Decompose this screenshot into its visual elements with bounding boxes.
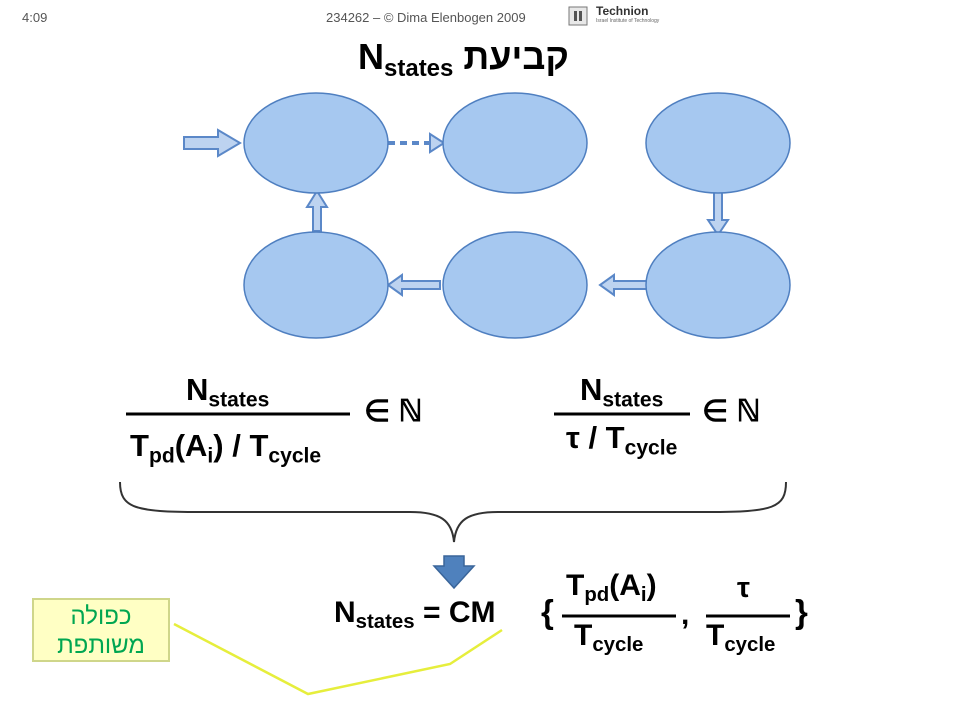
i-subscript: i xyxy=(207,444,214,468)
element-of-icon: ∈ xyxy=(364,395,391,428)
formula-comma: , xyxy=(681,598,690,631)
pd-subscript: pd xyxy=(148,444,175,468)
page-title: Nstates קביעת xyxy=(358,36,569,83)
callout-box: כפולה משותפת xyxy=(32,598,170,662)
formula-frac1-denominator: Tcycle xyxy=(574,619,643,657)
t-symbol: T xyxy=(566,569,585,602)
footer-credit: 234262 – © Dima Elenbogen 2009 xyxy=(326,10,526,25)
formula-frac2-numerator: τ xyxy=(737,572,750,604)
entry-arrow xyxy=(183,128,242,158)
cycle-subscript: cycle xyxy=(624,436,678,460)
logo-name: Technion xyxy=(596,4,649,18)
left-arrow-2 xyxy=(386,273,441,297)
timer: 4:09 xyxy=(22,10,48,25)
cycle-subscript: cycle xyxy=(592,634,644,657)
states-subscript: states xyxy=(602,388,664,412)
condition-2-numerator: Nstates xyxy=(580,372,663,412)
n-symbol: N xyxy=(334,596,356,629)
t-symbol: T xyxy=(130,428,149,463)
state-node-1 xyxy=(243,92,389,194)
cycle-subscript: cycle xyxy=(268,444,322,468)
condition-1-membership: ∈ ℕ xyxy=(364,394,423,429)
state-node-3 xyxy=(645,92,791,194)
open-brace: { xyxy=(541,593,554,630)
element-of-icon: ∈ xyxy=(702,395,729,428)
state-node-6 xyxy=(645,231,791,339)
pd-subscript: pd xyxy=(584,584,610,607)
n-symbol: N xyxy=(186,372,209,407)
t-symbol: T xyxy=(706,619,725,652)
title-hebrew: קביעת xyxy=(463,36,569,77)
states-subscript: states xyxy=(208,388,270,412)
up-arrow xyxy=(305,189,329,232)
condition-1-numerator: Nstates xyxy=(186,372,269,412)
cycle-subscript: cycle xyxy=(724,634,776,657)
n-symbol: N xyxy=(580,372,603,407)
condition-1-denominator: Tpd(Ai) / Tcycle xyxy=(130,428,321,468)
naturals-icon: ℕ xyxy=(736,395,761,428)
t-symbol: T xyxy=(574,619,593,652)
close-brace: } xyxy=(795,593,808,630)
logo-tagline: Israel Institute of Technology xyxy=(596,18,660,24)
condition-2-membership: ∈ ℕ xyxy=(702,394,761,429)
formula-frac2-denominator: Tcycle xyxy=(706,619,775,657)
down-arrow xyxy=(706,191,730,237)
a-symbol: (A xyxy=(609,569,641,602)
title-symbol: N xyxy=(358,36,384,77)
dashed-arrow-head xyxy=(429,132,446,154)
title-subscript: states xyxy=(384,55,454,83)
formula-frac1-numerator: Tpd(Ai) xyxy=(566,569,657,607)
states-subscript: states xyxy=(355,611,415,634)
close-paren: ) xyxy=(646,569,657,602)
result-arrow xyxy=(432,555,476,590)
state-node-2 xyxy=(442,92,588,194)
state-node-4 xyxy=(243,231,389,339)
equals-cm: = CM xyxy=(414,596,496,629)
callout-line-1: כפולה xyxy=(70,603,132,630)
technion-emblem-icon xyxy=(568,6,588,26)
state-node-5 xyxy=(442,231,588,339)
callout-line-2: משותפת xyxy=(57,632,145,659)
tau-symbol: τ / T xyxy=(566,420,625,455)
left-arrow-1 xyxy=(598,273,649,297)
a-symbol: (A xyxy=(174,428,208,463)
formula-lhs: Nstates = CM xyxy=(334,596,495,634)
callout-connector xyxy=(173,622,503,696)
technion-logo: Technion Israel Institute of Technology xyxy=(566,2,660,28)
i-subscript: i xyxy=(640,584,647,607)
t-cycle-symbol: ) / T xyxy=(213,428,269,463)
curly-brace xyxy=(119,481,787,543)
condition-2-denominator: τ / Tcycle xyxy=(566,420,677,460)
naturals-icon: ℕ xyxy=(398,395,423,428)
